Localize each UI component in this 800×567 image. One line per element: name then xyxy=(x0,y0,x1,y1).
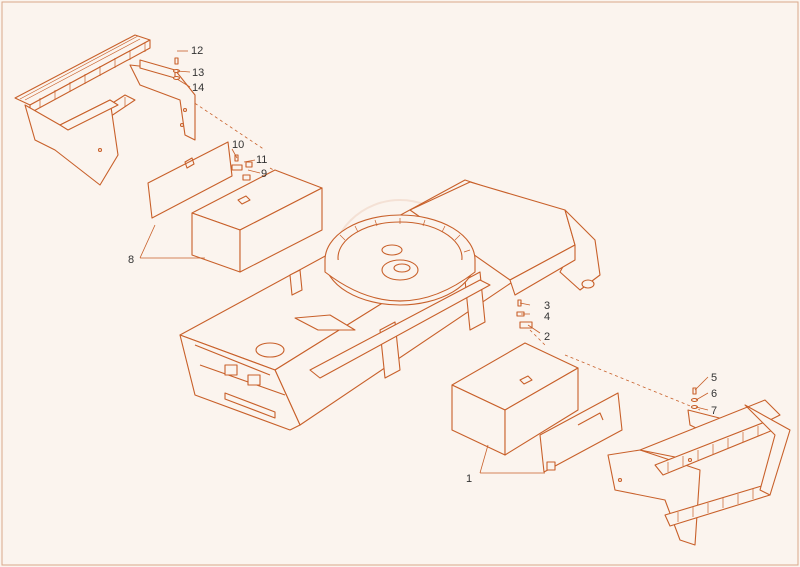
right-latch-hardware xyxy=(516,299,533,329)
callout-7: 7 xyxy=(711,405,717,417)
right-storage-box xyxy=(451,342,579,456)
callout-5: 5 xyxy=(711,372,717,384)
callout-13: 13 xyxy=(192,67,204,79)
callout-6: 6 xyxy=(711,388,717,400)
right-cover-panel xyxy=(539,392,623,473)
left-cover-panel xyxy=(147,141,233,219)
callout-3: 3 xyxy=(544,300,550,312)
callout-2: 2 xyxy=(544,331,550,343)
slewing-ring xyxy=(324,214,476,306)
leader-lines xyxy=(139,50,709,474)
callout-12: 12 xyxy=(191,45,203,57)
callout-1: 1 xyxy=(466,473,472,485)
callout-8: 8 xyxy=(128,254,134,266)
callout-14: 14 xyxy=(192,82,204,94)
upper-fastener-set xyxy=(172,57,181,81)
lower-fastener-set xyxy=(690,387,699,410)
assembly-guide-lines xyxy=(189,99,701,411)
left-storage-box xyxy=(191,169,323,273)
callout-11: 11 xyxy=(256,154,267,166)
callout-9: 9 xyxy=(261,168,267,180)
right-step-assembly xyxy=(607,399,791,546)
callout-10: 10 xyxy=(232,139,244,151)
left-step-assembly xyxy=(14,34,196,186)
callout-4: 4 xyxy=(544,311,550,323)
callout-labels: 12 13 14 10 11 9 8 3 4 2 5 6 7 1 xyxy=(128,45,717,485)
left-latch-hardware xyxy=(231,154,253,181)
